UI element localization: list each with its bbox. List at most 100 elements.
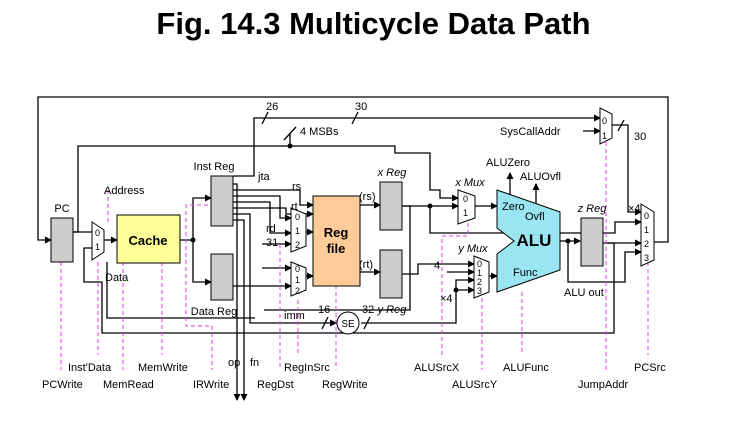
inst-reg-label: Inst Reg (194, 161, 235, 173)
z-register (580, 217, 604, 267)
rd-label: rd (266, 223, 276, 235)
junction-dot (427, 203, 433, 209)
alu-out-label: ALU out (564, 287, 604, 299)
times4-y-label: ×4 (440, 293, 453, 305)
mux-input-label: 1 (644, 225, 649, 235)
width-26-label: 26 (266, 101, 278, 113)
pc-register (50, 217, 74, 263)
mem-write-control-label: MemWrite (138, 362, 188, 374)
junction-dot (190, 237, 196, 243)
alu-zero-output-label: ALUZero (486, 157, 530, 169)
alu-ovfl-label: Ovfl (525, 211, 545, 223)
z-reg-label: z Reg (577, 203, 608, 215)
xreg-to-cache-data-wire (264, 205, 411, 311)
mux-input-label: 0 (295, 212, 300, 222)
inst-data-mux (91, 221, 105, 261)
fn-label: fn (250, 357, 259, 369)
alu-func-label: Func (513, 267, 538, 279)
junction-dot (565, 238, 571, 244)
pc-feedback-wire (37, 96, 669, 244)
control-lines (60, 142, 649, 370)
y-register (379, 249, 403, 299)
four-msbs-label: 4 MSBs (300, 126, 339, 138)
alu-block (496, 189, 561, 293)
reg-write-control-label: RegWrite (322, 379, 368, 391)
ir-rs-wire (233, 189, 314, 209)
rs-label: rs (292, 181, 302, 193)
rt-label: rt (291, 201, 298, 213)
times4-pc-label: ×4 (628, 203, 641, 215)
width-30-top-label: 30 (355, 101, 367, 113)
mux-input-label: 0 (295, 264, 300, 274)
x-mux (457, 189, 476, 225)
rt-paren-label: (rt) (359, 259, 373, 271)
mux-input-label: 1 (602, 131, 607, 141)
cache-to-ir-wire (180, 194, 212, 241)
ir-rd-wire (233, 201, 292, 237)
write-data-wire (106, 262, 255, 319)
data-label: Data (105, 272, 129, 284)
x-reg-label: x Reg (377, 167, 408, 179)
alu-func-control-label: ALUFunc (503, 362, 549, 374)
y-reg-label: y Reg (377, 304, 408, 316)
figure-title: Fig. 14.3 Multicycle Data Path (156, 6, 591, 41)
inst-data-control-label: Inst'Data (68, 362, 112, 374)
pc-write-control-label: PCWrite (42, 379, 83, 391)
data-register (210, 253, 234, 301)
data-reg-label: Data Reg (191, 306, 237, 318)
reg-dst-mux (290, 207, 307, 253)
y-mux-label: y Mux (457, 243, 488, 255)
jta-label: jta (257, 171, 271, 183)
mux-input-label: 2 (477, 277, 482, 287)
pc-src-mux (640, 203, 655, 267)
mux-input-label: 2 (295, 286, 300, 296)
signal-labels: jta rs rt rd 31 (rs) (rt) imm 16 32 26 3… (228, 101, 646, 369)
xreg-jr-wire (429, 206, 642, 234)
ir-op-wire (233, 183, 241, 401)
alu-label: ALU (517, 231, 552, 250)
ir-jta-wire (233, 114, 601, 177)
reg-file-label-2: file (327, 241, 346, 256)
ir-fn-wire (233, 219, 248, 401)
junction-dot (287, 143, 293, 149)
width-30-right-label: 30 (634, 131, 646, 143)
ir-rt-wire (233, 195, 292, 222)
pc-label: PC (54, 203, 69, 215)
cache-to-dr-wire (192, 240, 212, 286)
mux-input-label: 0 (95, 228, 100, 238)
zreg-to-addr-mux-wire (83, 242, 615, 334)
x-mux-label: x Mux (454, 177, 485, 189)
mux-input-label: 2 (295, 240, 300, 250)
mux-input-label: 3 (644, 253, 649, 263)
pc-to-xmux-wire (73, 145, 459, 233)
mux-input-label: 0 (463, 194, 468, 204)
alu-src-x-control-label: ALUSrcX (414, 362, 460, 374)
mux-input-label: 1 (463, 208, 468, 218)
width-32-label: 32 (362, 304, 374, 316)
cache-label: Cache (128, 233, 167, 248)
mux-input-label: 0 (602, 116, 607, 126)
mux-input-label: 0 (477, 259, 482, 269)
alu-out-to-pcmux-wire (567, 241, 642, 283)
const-4-label: 4 (434, 260, 440, 272)
alu-ovfl-output-label: ALUOvfl (520, 171, 561, 183)
const-31-label: 31 (266, 237, 278, 249)
jump-addr-control-label: JumpAddr (578, 379, 628, 391)
alu-zero-label: Zero (502, 201, 525, 213)
alu-src-y-control-label: ALUSrcY (452, 379, 498, 391)
mux-input-label: 1 (295, 275, 300, 285)
bus-width-ticks (261, 111, 625, 330)
mux-input-label: 0 (644, 211, 649, 221)
reg-in-src-mux (290, 261, 307, 297)
junction-dot (453, 287, 459, 293)
control-labels: Inst'Data PCWrite MemWrite MemRead IRWri… (42, 362, 666, 391)
reg-dst-control-label: RegDst (257, 379, 294, 391)
register-file (312, 195, 361, 287)
reg-file-label-1: Reg (324, 225, 349, 240)
wire-junctions (190, 143, 571, 293)
mem-read-control-label: MemRead (103, 379, 154, 391)
op-label: op (228, 357, 240, 369)
x-register (379, 181, 403, 231)
syscall-addr-label: SysCallAddr (500, 126, 561, 138)
width-16-label: 16 (318, 304, 330, 316)
